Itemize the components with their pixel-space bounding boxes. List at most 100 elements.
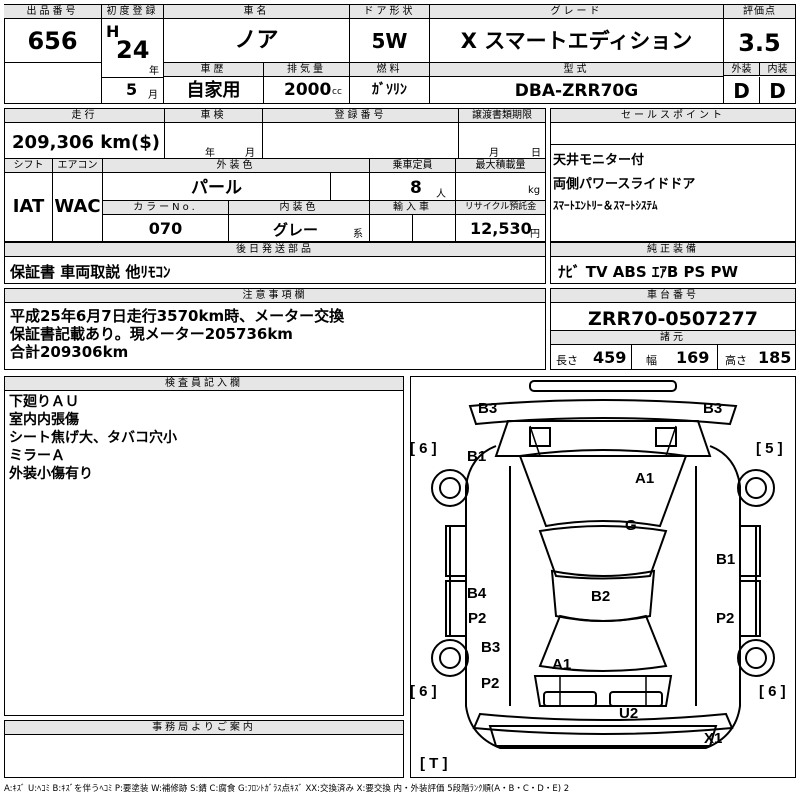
accessories: 保証書 車両取説 他ﾘﾓｺﾝ xyxy=(10,263,171,281)
length: 459 xyxy=(593,348,627,367)
interior-color-label: 内装色 xyxy=(229,201,370,215)
inspector-line: 室内内張傷 xyxy=(9,412,79,428)
mark-b3-right: B3 xyxy=(703,400,723,417)
interior-label: 内装 xyxy=(760,62,795,76)
reg-no-label: 登録番号 xyxy=(263,109,459,123)
length-cell: 長さ 459 xyxy=(551,345,632,369)
damage-diagram xyxy=(410,376,796,778)
model-label: 型式 xyxy=(430,63,724,77)
mark-x1: X1 xyxy=(704,730,723,747)
history-label: 車歴 xyxy=(164,63,264,77)
lot-number: 656 xyxy=(4,19,102,63)
color-no: 070 xyxy=(103,215,229,241)
header-block xyxy=(4,4,796,104)
mark-b2: B2 xyxy=(591,588,611,605)
office-block xyxy=(4,720,404,778)
car-name-label: 車名 xyxy=(164,5,350,19)
car-name: ノア xyxy=(164,19,350,63)
details-block xyxy=(4,108,546,242)
load-label: 最大積載量 xyxy=(456,159,545,173)
equipment-label: 純正装備 xyxy=(551,243,795,257)
sales-line: ｽﾏｰﾄｴﾝﾄﾘｰ＆ｽﾏｰﾄｼｽﾃﾑ xyxy=(553,199,658,212)
lot-number-blank xyxy=(4,63,102,103)
transfer-label: 譲渡書類期限 xyxy=(459,109,545,123)
fuel: ｶﾞｿﾘﾝ xyxy=(350,77,430,103)
recycle-label: リサイクル預託金 xyxy=(456,201,545,215)
shift-label: シフト xyxy=(5,159,53,173)
lot-number-label: 出品番号 xyxy=(4,5,102,19)
mark-g: G xyxy=(625,517,637,534)
inspector-label: 検査員記入欄 xyxy=(5,377,403,391)
mark-p2-right: P2 xyxy=(716,610,735,627)
door: 5W xyxy=(350,19,430,63)
mark-a1-top: A1 xyxy=(635,470,655,487)
sales-points: 天井モニター付 両側パワースライドドア ｽﾏｰﾄｴﾝﾄﾘｰ＆ｽﾏｰﾄｼｽﾃﾑ xyxy=(553,150,695,218)
capacity-label: 乗車定員 xyxy=(370,159,456,173)
import-label: 輸入車 xyxy=(370,201,456,215)
exterior-grade: D xyxy=(724,77,760,103)
ac: WAC xyxy=(53,173,103,241)
color-label: 外装色 xyxy=(103,159,370,173)
height: 185 xyxy=(758,348,792,367)
transfer-month-unit: 月 xyxy=(489,148,499,159)
tire-rear-left: [ 6 ] xyxy=(410,683,437,700)
recycle-cell: 12,530 円 xyxy=(456,215,545,241)
displacement-cell: 2000 cc xyxy=(264,77,350,103)
interior-color-unit: 系 xyxy=(353,229,363,240)
sales-sub xyxy=(551,123,795,145)
inspector-line: 外装小傷有り xyxy=(9,466,93,482)
load-unit: kg xyxy=(528,185,541,196)
mark-p2-low: P2 xyxy=(481,675,500,692)
import-cell-2 xyxy=(413,215,456,241)
interior-color-cell: グレー 系 xyxy=(229,215,370,241)
equipment-block xyxy=(550,242,796,284)
sales-line: 両側パワースライドドア xyxy=(553,177,696,192)
car-outline xyxy=(431,380,775,749)
notes-block xyxy=(4,288,546,370)
accessories-block xyxy=(4,242,546,284)
reg-month: 5 xyxy=(126,80,138,99)
office-label: 事務局よりご案内 xyxy=(5,721,403,735)
displacement-label: 排気量 xyxy=(264,63,350,77)
accessories-label: 後日発送部品 xyxy=(5,243,545,257)
tire-front-right: [ 5 ] xyxy=(756,440,783,457)
mark-b1-left: B1 xyxy=(467,448,487,465)
width: 169 xyxy=(676,348,710,367)
chassis-number: ZRR70-0507277 xyxy=(551,303,795,331)
reg-no-cell xyxy=(263,123,459,159)
chassis-block xyxy=(550,288,796,370)
inspector-line: ミラーＡ xyxy=(9,448,65,464)
inspection-month-unit: 月 xyxy=(245,148,255,159)
width-cell: 幅 169 xyxy=(632,345,718,369)
transfer-cell: 月 日 xyxy=(459,123,545,159)
shift: IAT xyxy=(5,173,53,241)
mark-b1-right: B1 xyxy=(716,551,736,568)
mark-b4: B4 xyxy=(467,585,487,602)
header-row2-line xyxy=(164,62,724,63)
interior-grade: D xyxy=(769,79,786,103)
capacity-cell: 8 人 xyxy=(370,173,456,201)
capacity: 8 xyxy=(410,178,422,198)
inspection-cell: 年 月 xyxy=(165,123,263,159)
spec-label: 諸元 xyxy=(551,331,795,345)
mark-u2: U2 xyxy=(619,705,639,722)
width-label: 幅 xyxy=(646,354,657,367)
model: DBA-ZRR70G xyxy=(430,77,724,103)
inspection-label: 車検 xyxy=(165,109,263,123)
legend: A:ｷｽﾞ U:ﾍｺﾐ B:ｷｽﾞを伴うﾍｺﾐ P:要塗装 W:補修跡 S:錆 … xyxy=(4,784,570,794)
inspection-year-unit: 年 xyxy=(205,148,215,159)
notes-line: 合計209306km xyxy=(10,343,129,361)
door-label: ドア形状 xyxy=(350,5,430,19)
history: 自家用 xyxy=(164,77,264,103)
notes-lines: 平成25年6月7日走行3570km時、メーター交換 保証書記載あり。現メーター2… xyxy=(10,307,344,361)
interior-color: グレー xyxy=(273,221,319,239)
tire-spare: [ T ] xyxy=(420,755,448,772)
sales-line: 天井モニター付 xyxy=(553,153,645,168)
mark-p2-left: P2 xyxy=(468,610,487,627)
exterior-label: 外装 xyxy=(724,62,760,76)
month-cell xyxy=(102,77,164,103)
ac-label: エアコン xyxy=(53,159,103,173)
chassis-label: 車台番号 xyxy=(551,289,795,303)
tire-rear-right: [ 6 ] xyxy=(759,683,786,700)
mileage: 209,306 km($) xyxy=(5,123,165,159)
